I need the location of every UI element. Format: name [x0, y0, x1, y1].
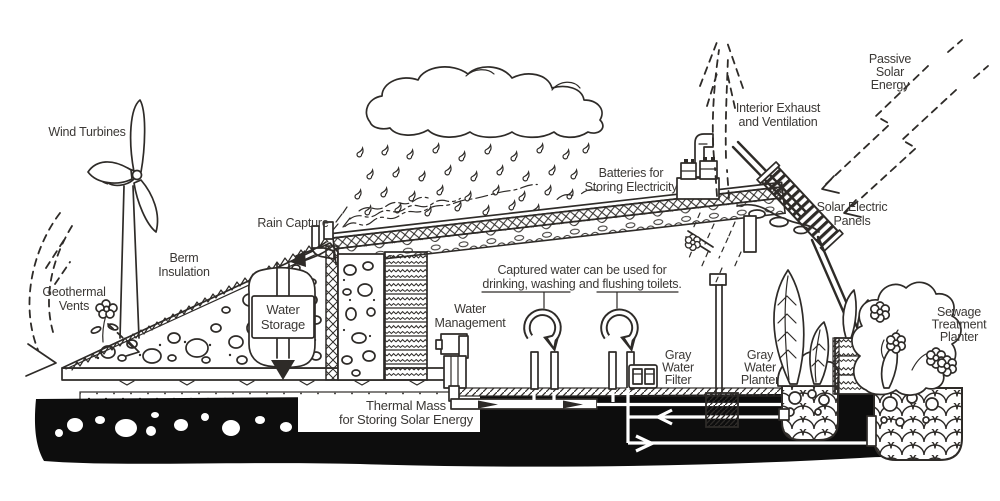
roof-water-flow: [344, 183, 538, 228]
planter-vent-pipe: [709, 273, 727, 393]
sewage-inlet: [866, 415, 877, 447]
sewage-treatment-planter-group: [684, 233, 963, 461]
front-post: [743, 215, 757, 253]
back-wall: [325, 245, 428, 381]
label-rain-capture: Rain Capture: [257, 216, 328, 230]
tank-outflow-arrow: [271, 360, 295, 380]
gray-water-filter-device: [628, 364, 658, 389]
big-leaf: [773, 269, 805, 385]
roof-splashes: [332, 206, 351, 231]
exhaust-arrow: [699, 41, 744, 199]
daisy-icon: [684, 233, 701, 252]
toilet-recycle-icon: [604, 312, 637, 352]
sink-recycle-icon: [527, 312, 560, 352]
label-wind-turbines: Wind Turbines: [48, 125, 125, 139]
passive-solar-arrows: [821, 39, 989, 218]
small-leaf: [809, 321, 830, 385]
stone-wall: [337, 253, 385, 381]
ground-stones: [55, 412, 315, 437]
interior: [435, 212, 742, 393]
vent-pipe-block: [705, 392, 739, 428]
wind-turbine: [87, 99, 159, 339]
raindrops: [354, 143, 590, 217]
water-storage-label-box: [251, 295, 315, 339]
vent-dashes: [688, 212, 742, 283]
water-management-device: [435, 333, 469, 389]
flower: [90, 299, 119, 343]
gray-water-planter-group: [773, 269, 840, 441]
solar-panel: [756, 161, 844, 253]
planter-inlet: [778, 408, 790, 421]
geothermal-arrows: [25, 212, 140, 377]
captured-water-bracket: [481, 291, 679, 309]
berm-grass: [71, 237, 329, 371]
tire-wall: [384, 251, 428, 381]
battery-box: [676, 157, 720, 200]
rain-cloud: [365, 66, 604, 139]
